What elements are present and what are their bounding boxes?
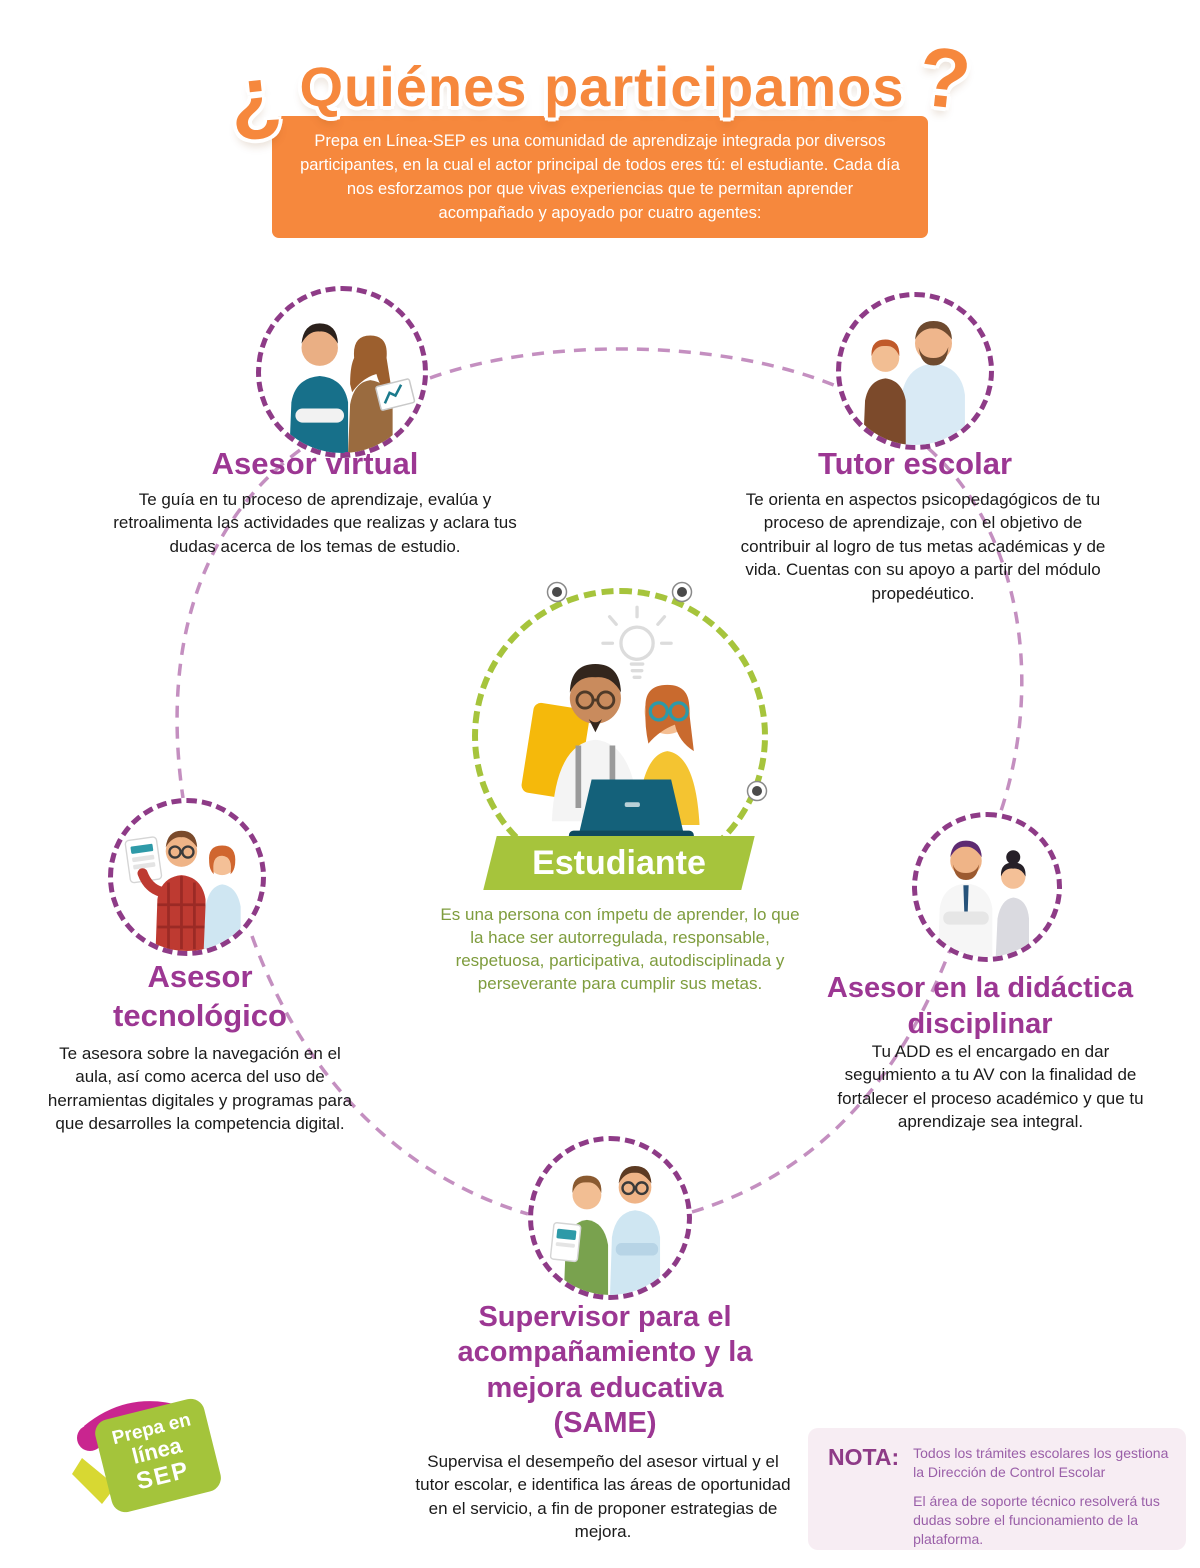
asesor-tecnologico-bubble — [108, 798, 266, 956]
estudiante-banner: Estudiante — [483, 836, 755, 890]
nota-item-soporte: El área de soporte técnico resolverá tus… — [913, 1492, 1160, 1547]
asesor-virtual-illustration — [289, 323, 416, 453]
intro-text: Prepa en Línea-SEP es una comunidad de a… — [300, 132, 900, 222]
estudiante-banner-label: Estudiante — [532, 843, 706, 882]
asesor-didactica-illustration — [938, 840, 1029, 957]
glasses-icon — [621, 1181, 649, 1196]
estudiante-bubble — [472, 588, 768, 884]
same-bubble — [528, 1136, 692, 1300]
nota-items: Todos los trámites escolares los gestion… — [913, 1444, 1170, 1547]
prepa-en-linea-sep-logo: Prepa en línea SEP — [56, 1382, 236, 1522]
glasses-icon — [575, 690, 616, 710]
same-illustration — [549, 1166, 661, 1295]
tutor-escolar-illustration — [863, 321, 965, 445]
same-description: Supervisa el desempeño del asesor virtua… — [415, 1452, 791, 1542]
glasses-icon — [168, 845, 195, 859]
asesor-didactica-bubble — [912, 812, 1062, 962]
title-text: Quiénes participamos — [299, 55, 905, 118]
asesor-virtual-title: Asesor virtual — [211, 446, 419, 481]
question-mark: ? — [913, 28, 976, 128]
asesor-didactica-title: Asesor en la didáctica disciplinar — [826, 972, 1134, 1041]
asesor-tecnologico-description: Te asesora sobre la navegación en el aul… — [47, 1044, 353, 1134]
tutor-escolar-description: Te orienta en aspectos psicopedagógicos … — [740, 490, 1106, 603]
tablet-icon — [124, 836, 163, 884]
nota-box: NOTA: Todos los trámites escolares los g… — [808, 1428, 1186, 1550]
inverted-question-mark: ¿ — [224, 46, 287, 146]
estudiante-description: Es una persona con ímpetu de aprender, l… — [440, 905, 800, 993]
asesor-tecnologico-title: Asesor tecnológico — [113, 959, 287, 1033]
asesor-didactica-description: Tu ADD es el encargado en dar seguimient… — [837, 1042, 1144, 1132]
same-title: Supervisor para el acompañamiento y la m… — [457, 1301, 753, 1440]
connector-top — [429, 347, 837, 388]
tablet-icon — [549, 1222, 582, 1263]
asesor-tecnologico-illustration — [124, 830, 241, 951]
tutor-escolar-bubble — [836, 292, 994, 450]
nota-item-tramites: Todos los trámites escolares los gestion… — [913, 1445, 1169, 1480]
teal-glasses-icon — [648, 701, 689, 722]
laptop-icon — [375, 378, 416, 411]
asesor-virtual-description: Te guía en tu proceso de aprendizaje, ev… — [113, 490, 517, 556]
estudiante-illustration — [521, 605, 700, 842]
asesor-virtual-bubble — [256, 286, 428, 458]
nota-label: NOTA: — [828, 1444, 900, 1470]
lightbulb-icon — [601, 605, 673, 679]
tutor-escolar-title: Tutor escolar — [817, 446, 1013, 481]
intro-box: Prepa en Línea-SEP es una comunidad de a… — [272, 116, 928, 238]
page-title: ¿Quiénes participamos? — [0, 29, 1200, 146]
